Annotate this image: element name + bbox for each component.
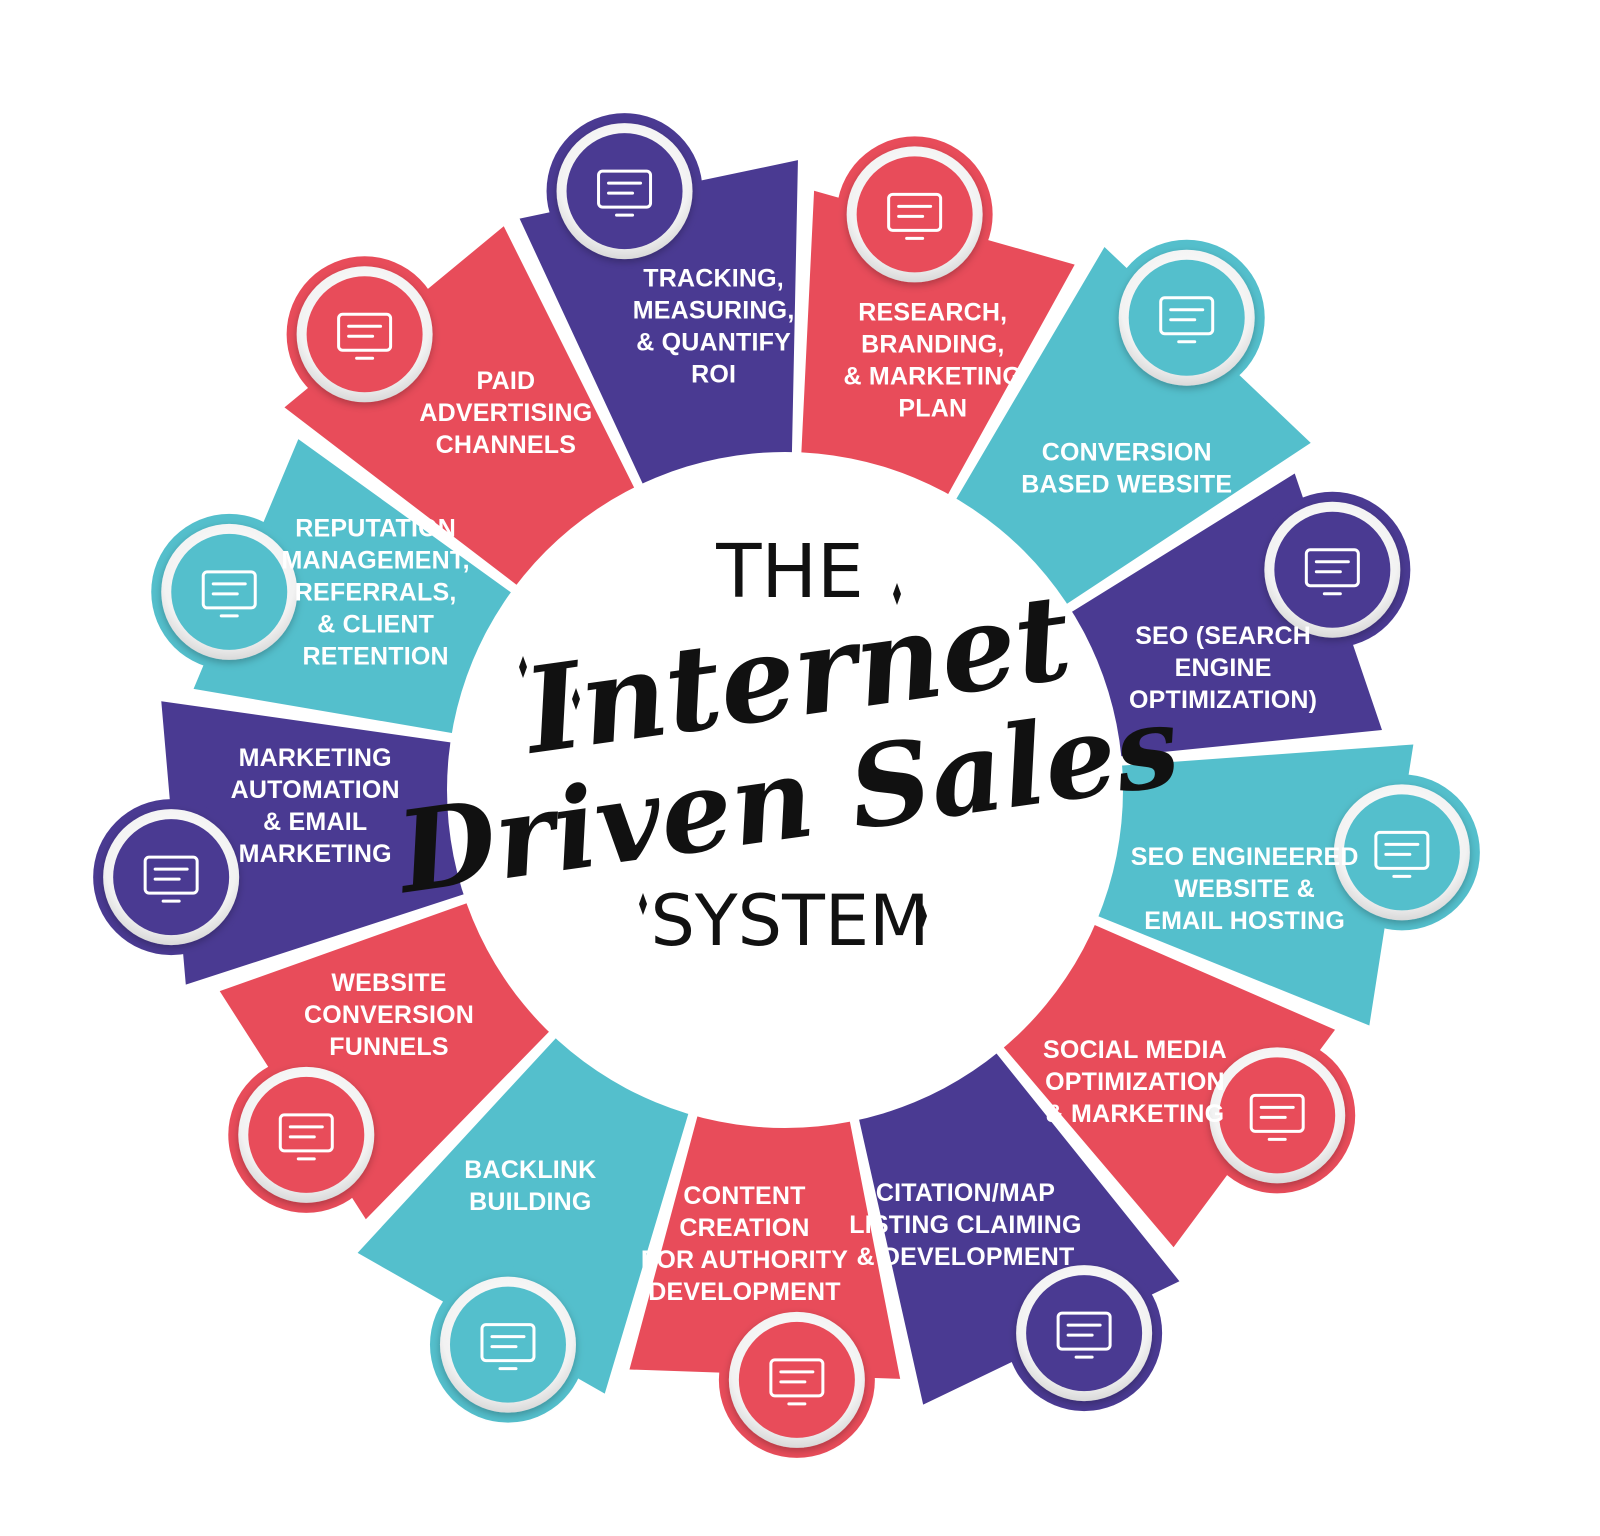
chain-link-icon — [429, 1266, 586, 1423]
badges-layer — [93, 113, 1480, 1458]
research-magnifier-people-icon — [836, 136, 993, 293]
segment-funnels — [219, 900, 555, 1220]
segments-layer — [161, 160, 1414, 1405]
social-network-icon — [1199, 1037, 1356, 1194]
route-map-pin-icon — [546, 113, 703, 270]
title-system: SYSTEM — [650, 880, 929, 962]
seo-gear-magnifier-icon — [1254, 491, 1411, 648]
segment-reputation — [193, 439, 518, 735]
sparkle-icon — [919, 905, 927, 927]
center-title: THE Internet Driven Sales SYSTEM — [387, 529, 1186, 962]
monitor-dollar-play-icon — [286, 256, 443, 413]
segment-social — [998, 921, 1336, 1248]
content-media-icon — [718, 1301, 875, 1458]
segment-hosting — [1091, 744, 1414, 1026]
sparkle-icon — [639, 893, 647, 915]
segment-backlink — [357, 1032, 691, 1394]
website-funnel-icon — [1108, 239, 1265, 396]
monitor-analytics-icon — [93, 799, 250, 956]
sparkle-icons — [519, 583, 927, 927]
folded-map-icon — [1006, 1255, 1163, 1412]
segment-paid-ads — [284, 226, 638, 590]
segment-conversion-website — [952, 247, 1311, 609]
title-the: THE — [715, 529, 864, 615]
browser-trophy-star-icon — [151, 513, 308, 670]
server-email-icon — [1323, 774, 1480, 931]
sparkle-icon — [893, 583, 901, 605]
megaphone-funnel-icon — [228, 1056, 385, 1213]
sparkle-icon — [519, 656, 527, 678]
center-disc — [447, 452, 1123, 1128]
sparkle-icon — [572, 688, 580, 710]
